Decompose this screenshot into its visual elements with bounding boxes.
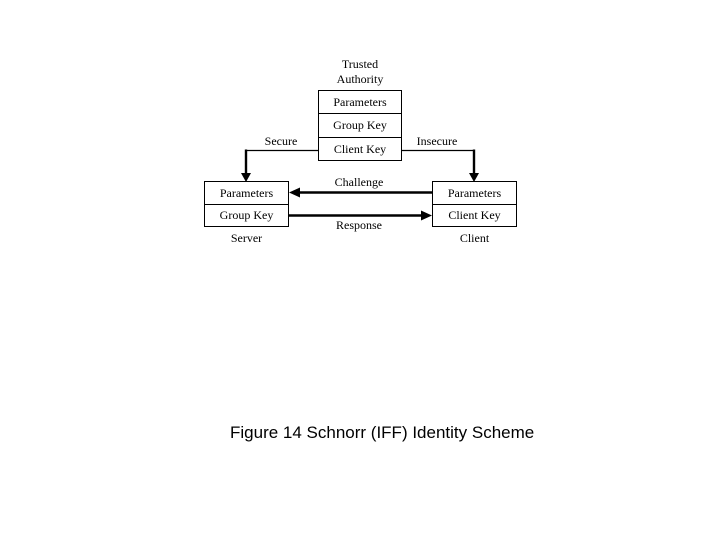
authority-box: Parameters Group Key Client Key bbox=[318, 90, 402, 161]
authority-box-row-client-key: Client Key bbox=[333, 141, 387, 156]
insecure-arrow bbox=[402, 149, 479, 182]
response-label: Response bbox=[336, 218, 382, 232]
challenge-label: Challenge bbox=[334, 175, 384, 189]
trusted-authority-line2: Authority bbox=[336, 72, 384, 86]
client-box: Parameters Client Key bbox=[432, 181, 517, 227]
figure-caption: Figure 14 Schnorr (IFF) Identity Scheme bbox=[230, 423, 535, 442]
trusted-authority-line1: Trusted bbox=[341, 57, 379, 71]
client-box-row-parameters: Parameters bbox=[433, 182, 516, 205]
insecure-label: Insecure bbox=[416, 134, 458, 148]
client-box-row-client-key: Client Key bbox=[448, 208, 501, 223]
response-arrow bbox=[289, 210, 432, 221]
trusted-authority-label: Trusted Authority bbox=[310, 57, 410, 87]
secure-label: Secure bbox=[264, 134, 298, 148]
server-box-row-parameters: Parameters bbox=[205, 182, 288, 205]
server-box-row-group-key: Group Key bbox=[219, 208, 274, 223]
authority-box-row-group-key: Group Key bbox=[319, 114, 401, 138]
client-label: Client bbox=[459, 231, 490, 245]
secure-arrow bbox=[241, 149, 318, 182]
challenge-arrow bbox=[289, 187, 432, 198]
server-box: Parameters Group Key bbox=[204, 181, 289, 227]
authority-box-row-parameters: Parameters bbox=[319, 91, 401, 115]
server-label: Server bbox=[230, 231, 263, 245]
